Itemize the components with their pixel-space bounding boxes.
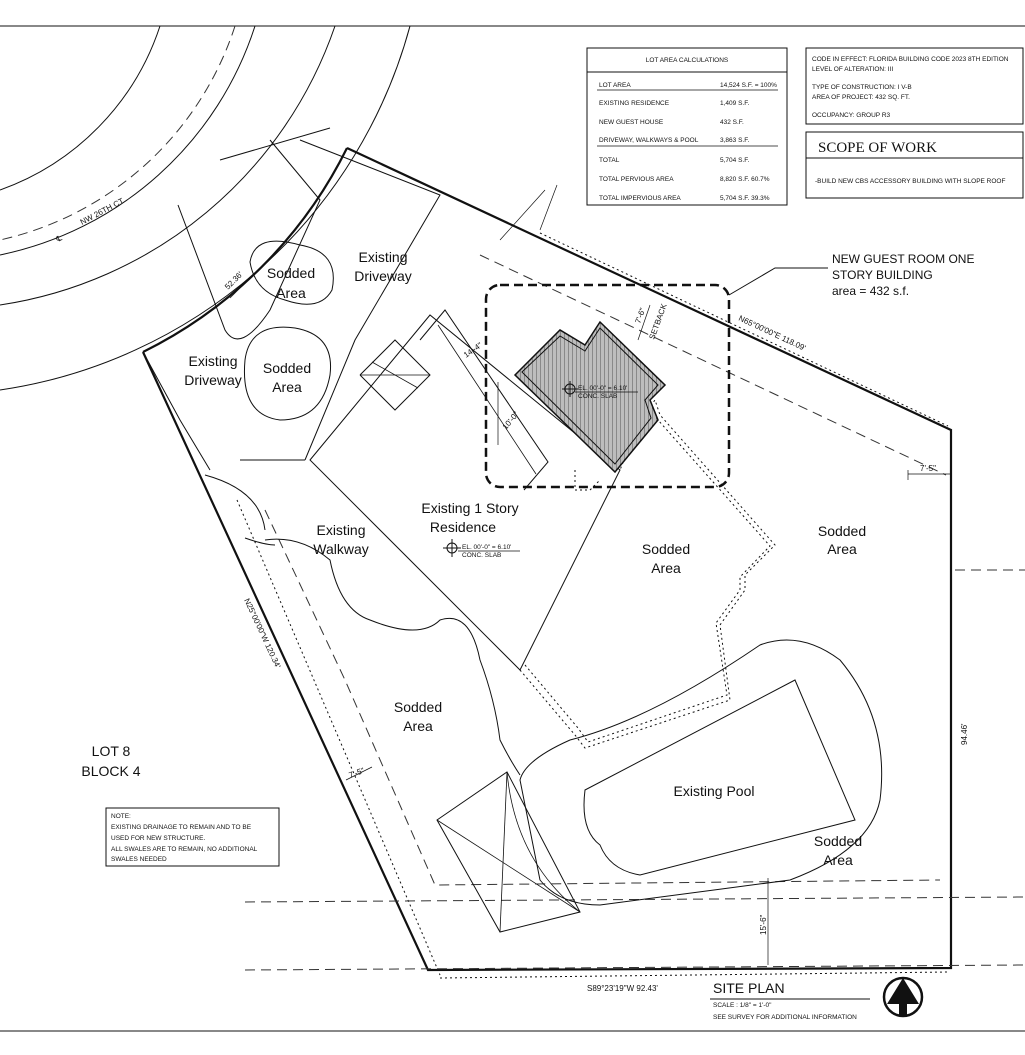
sheet-scale: SCALE : 1/8" = 1'-0" — [713, 1002, 772, 1009]
label-existing-driveway-2: Existing — [188, 353, 237, 369]
sheet-survey-note: SEE SURVEY FOR ADDITIONAL INFORMATION — [713, 1014, 857, 1021]
scope-of-work-box — [805, 131, 1024, 199]
lot-area-row-value: 432 S.F. — [720, 119, 744, 126]
lot-area-row-value: 3,863 S.F. — [720, 137, 749, 144]
label-sodded-6: Sodded — [814, 833, 862, 849]
lot-area-row-label: TOTAL PERVIOUS AREA — [599, 176, 674, 183]
label-area-1: Area — [276, 285, 306, 301]
lot-area-row-value: 14,524 S.F. = 100% — [720, 82, 777, 89]
sodded-island-1 — [249, 240, 334, 305]
dim-west-bearing: N25°00'00"W 120.34' — [242, 597, 282, 670]
cul-de-sac — [0, 25, 411, 391]
label-sodded-2: Sodded — [263, 360, 311, 376]
lot-area-row-value: 5,704 S.F. — [720, 157, 749, 164]
elevation-marker-residence — [443, 539, 520, 557]
dim-east: 94.46' — [960, 723, 969, 745]
dim-10: 10'-0" — [501, 410, 521, 432]
code-info-line-2: LEVEL OF ALTERATION: III — [812, 66, 893, 73]
residence-slab-text: CONC. SLAB — [462, 552, 501, 559]
dim-75-east: 7'-5" — [920, 464, 936, 473]
code-info-line-1: CODE IN EFFECT: FLORIDA BUILDING CODE 20… — [812, 56, 1009, 63]
label-existing-driveway-1: Existing — [358, 249, 407, 265]
driveways — [142, 127, 441, 531]
residence-elevation-text: EL. 00'-0" = 6.10' — [462, 544, 511, 551]
callout-line-2: STORY BUILDING — [832, 268, 933, 282]
label-block: BLOCK 4 — [81, 763, 140, 779]
lot-area-row-label: TOTAL — [599, 157, 620, 164]
dim-south-bearing: S89°23'19"W 92.43' — [587, 984, 658, 993]
lot-area-row-label: EXISTING RESIDENCE — [599, 100, 670, 107]
label-sodded-4: Sodded — [818, 523, 866, 539]
property-line — [142, 147, 953, 972]
dim-156: 15'-6" — [759, 914, 768, 935]
label-sodded-5: Sodded — [394, 699, 442, 715]
dim-setback: 7'-6" — [633, 306, 647, 324]
guest-house-callout-box — [484, 283, 731, 489]
elevation-marker-guest — [562, 381, 638, 397]
existing-residence — [309, 314, 621, 671]
code-info-line-4: AREA OF PROJECT: 432 SQ. FT. — [812, 94, 910, 101]
label-driveway-2: Driveway — [184, 372, 242, 388]
sheet-title: SITE PLAN — [713, 980, 785, 996]
note-title: NOTE: — [111, 813, 131, 820]
label-area-5: Area — [403, 718, 433, 734]
note-line-1: EXISTING DRAINAGE TO REMAIN AND TO BE — [111, 824, 252, 831]
lot-area-row-value: 1,409 S.F. — [720, 100, 749, 107]
callout-line-1: NEW GUEST ROOM ONE — [832, 252, 974, 266]
lot-area-title: LOT AREA CALCULATIONS — [646, 57, 729, 64]
label-area-4: Area — [827, 541, 857, 557]
dim-arc: 52.36' — [223, 269, 245, 291]
sodded-island-2 — [243, 326, 332, 421]
note-line-4: SWALES NEEDED — [111, 856, 167, 863]
guest-slab-text: CONC. SLAB — [578, 393, 617, 400]
label-area-6: Area — [823, 852, 853, 868]
lot-area-row-label: LOT AREA — [599, 82, 631, 89]
label-sodded-3: Sodded — [642, 541, 690, 557]
street-name: NW 26TH CT — [79, 196, 126, 227]
label-residence-2: Residence — [430, 519, 496, 535]
note-box — [105, 807, 280, 867]
label-walkway: Walkway — [313, 541, 369, 557]
label-existing-walkway: Existing — [316, 522, 365, 538]
code-info-box — [805, 47, 1024, 125]
label-area-2: Area — [272, 379, 302, 395]
note-line-2: USED FOR NEW STRUCTURE. — [111, 835, 205, 842]
lot-area-row-label: DRIVEWAY, WALKWAYS & POOL — [599, 137, 699, 144]
code-info-line-5: OCCUPANCY: GROUP R3 — [812, 112, 891, 119]
north-arrow-icon — [882, 976, 924, 1018]
label-driveway-1: Driveway — [354, 268, 412, 284]
property-arc-front — [142, 147, 348, 353]
dim-75-west: 7'-5" — [348, 766, 366, 780]
setback-line — [264, 509, 941, 886]
lot-area-row-label: NEW GUEST HOUSE — [599, 119, 664, 126]
new-guest-house — [513, 320, 667, 474]
lot-area-row-value: 8,820 S.F. 60.7% — [720, 176, 770, 183]
label-sodded-1: Sodded — [267, 265, 315, 281]
code-info-line-3: TYPE OF CONSTRUCTION: I V-B — [812, 84, 912, 91]
label-residence-1: Existing 1 Story — [421, 500, 518, 516]
dim-setback-word: SETBACK — [647, 302, 668, 341]
label-pool: Existing Pool — [674, 783, 755, 799]
label-area-3: Area — [651, 560, 681, 576]
callout-line-3: area = 432 s.f. — [832, 284, 909, 298]
guest-elevation-text: EL. 00'-0" = 6.10' — [578, 385, 627, 392]
label-lot: LOT 8 — [92, 743, 131, 759]
note-line-3: ALL SWALES ARE TO REMAIN, NO ADDITIONAL — [111, 846, 258, 853]
lot-area-row-value: 5,704 S.F. 39.3% — [720, 195, 770, 202]
pool-deck — [519, 639, 883, 906]
centerline-symbol: ℄ — [54, 233, 64, 244]
existing-pool — [583, 679, 856, 876]
scope-of-work-title: SCOPE OF WORK — [818, 140, 937, 156]
scope-of-work-item: -BUILD NEW CBS ACCESSORY BUILDING WITH S… — [815, 178, 1005, 185]
lot-area-table — [586, 47, 788, 206]
lot-area-row-label: TOTAL IMPERVIOUS AREA — [599, 195, 681, 202]
